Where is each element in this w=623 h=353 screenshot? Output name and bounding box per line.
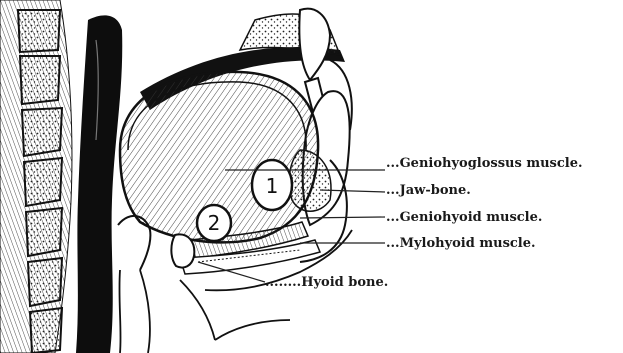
marker-2-text: 2	[208, 211, 221, 235]
label-hyoid-bone: ........Hyoid bone.	[265, 276, 388, 289]
marker-1-text: 1	[266, 174, 279, 198]
label-jaw-bone: ...Jaw-bone.	[386, 184, 471, 197]
marker-1: 1	[252, 160, 292, 210]
label-mylohyoid: ...Mylohyoid muscle.	[386, 237, 536, 250]
pharynx	[76, 15, 122, 353]
marker-2: 2	[197, 205, 231, 241]
label-geniohyoid: ...Geniohyoid muscle.	[386, 211, 542, 224]
label-geniohyoglossus: ...Geniohyoglossus muscle.	[386, 157, 583, 170]
